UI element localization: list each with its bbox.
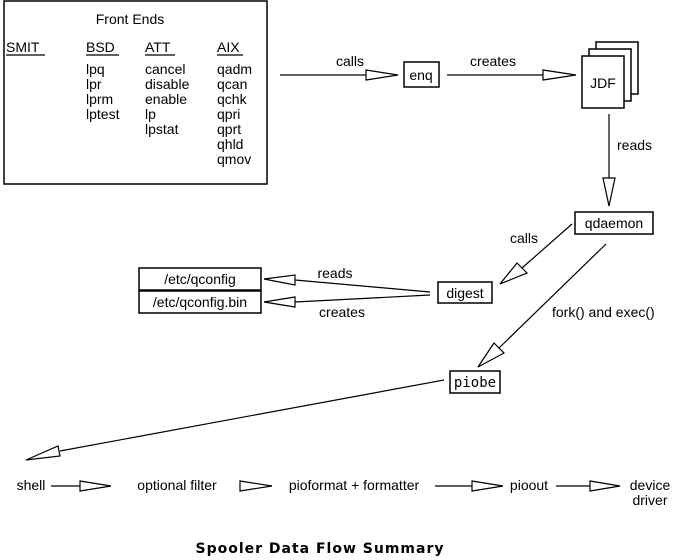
arrowhead-right-icon bbox=[589, 480, 621, 492]
node-shell: shell bbox=[17, 477, 46, 493]
arrowhead-left-icon bbox=[263, 274, 296, 286]
arrowhead-right-icon bbox=[471, 480, 504, 492]
edge-label-creates-bin: creates bbox=[319, 304, 365, 320]
piobe-label: piobe bbox=[454, 375, 496, 391]
command-lpq: lpq bbox=[86, 61, 105, 77]
node-qdaemon: qdaemon bbox=[574, 211, 654, 235]
arrowhead-right-icon bbox=[239, 480, 273, 492]
edge-line bbox=[59, 379, 445, 452]
front-end-column-aix: AIX qadm qcan qchk qpri qprt qhld qmov bbox=[217, 39, 252, 167]
edge-line bbox=[294, 279, 431, 293]
edge-creates-bin: creates bbox=[263, 294, 431, 320]
front-end-column-bsd: BSD lpq lpr lprm lptest bbox=[86, 39, 120, 122]
qconfig-bin-box bbox=[138, 290, 262, 314]
edge-line bbox=[498, 243, 607, 349]
column-header-att: ATT bbox=[145, 39, 171, 55]
arrowhead-right-icon bbox=[542, 69, 577, 81]
arrowhead-down-icon bbox=[602, 177, 616, 207]
qconfig-bin-label: /etc/qconfig.bin bbox=[153, 294, 247, 310]
column-header-smit: SMIT bbox=[6, 39, 40, 55]
node-device-line1: device bbox=[630, 477, 671, 493]
node-device-line2: driver bbox=[632, 492, 667, 508]
node-jdf: JDF bbox=[581, 41, 639, 109]
command-qcan: qcan bbox=[217, 76, 247, 92]
node-piobe: piobe bbox=[449, 370, 501, 394]
qconfig-label: /etc/qconfig bbox=[164, 271, 236, 287]
edge-reads-qconfig: reads bbox=[263, 265, 431, 293]
command-lprm: lprm bbox=[86, 91, 113, 107]
edge-label-calls: calls bbox=[336, 53, 364, 69]
node-enq: enq bbox=[403, 61, 440, 88]
edge-label-calls-digest: calls bbox=[510, 230, 538, 246]
edge-label-reads-qconfig: reads bbox=[317, 265, 352, 281]
front-end-column-att: ATT cancel disable enable lp lpstat bbox=[145, 39, 190, 137]
command-lptest: lptest bbox=[86, 106, 120, 122]
node-digest: digest bbox=[437, 281, 493, 304]
front-end-column-smit: SMIT bbox=[6, 39, 45, 56]
node-config-files: /etc/qconfig /etc/qconfig.bin bbox=[138, 267, 262, 314]
command-lpstat: lpstat bbox=[145, 121, 179, 137]
edge-fork-exec: fork() and exec() bbox=[477, 243, 655, 368]
command-lp: lp bbox=[145, 106, 156, 122]
pipeline: shell optional filter pioformat + format… bbox=[17, 477, 671, 508]
qdaemon-box bbox=[574, 211, 654, 235]
arrowhead-right-icon bbox=[79, 480, 112, 492]
digest-box bbox=[437, 281, 493, 304]
arrowhead-left-icon bbox=[263, 296, 296, 308]
enq-box bbox=[403, 61, 440, 88]
command-qmov: qmov bbox=[217, 151, 251, 167]
command-disable: disable bbox=[145, 76, 190, 92]
column-header-aix: AIX bbox=[217, 39, 240, 55]
edge-creates-jdf: creates bbox=[447, 53, 577, 81]
edge-line bbox=[521, 223, 573, 269]
command-qpri: qpri bbox=[217, 106, 240, 122]
command-qprt: qprt bbox=[217, 121, 241, 137]
arrowhead-diagonal-icon bbox=[25, 445, 61, 461]
edge-label-reads: reads bbox=[617, 137, 652, 153]
edge-label-fork-exec: fork() and exec() bbox=[552, 304, 655, 320]
diagram-caption: Spooler Data Flow Summary bbox=[196, 541, 445, 557]
qdaemon-label: qdaemon bbox=[585, 215, 643, 231]
edge-reads-jdf: reads bbox=[602, 114, 652, 207]
front-ends-box bbox=[3, 0, 268, 185]
column-header-bsd: BSD bbox=[86, 39, 115, 55]
edge-calls-enq: calls bbox=[280, 53, 399, 81]
jdf-label: JDF bbox=[590, 75, 616, 91]
node-pioformat: pioformat + formatter bbox=[289, 477, 420, 493]
arrowhead-diagonal-icon bbox=[499, 262, 529, 285]
arrowhead-diagonal-icon bbox=[477, 342, 505, 368]
command-qchk: qchk bbox=[217, 91, 248, 107]
edge-calls-digest: calls bbox=[499, 223, 573, 285]
piobe-box bbox=[449, 370, 501, 394]
front-ends-title: Front Ends bbox=[96, 11, 164, 27]
node-pioout: pioout bbox=[510, 477, 548, 493]
arrowhead-right-icon bbox=[365, 69, 399, 81]
node-optional-filter: optional filter bbox=[137, 477, 217, 493]
front-ends-panel: Front Ends SMIT BSD lpq lpr lprm lptest … bbox=[3, 0, 268, 185]
jdf-page-front bbox=[581, 55, 625, 109]
command-qadm: qadm bbox=[217, 61, 252, 77]
edge-line bbox=[294, 294, 431, 303]
command-qhld: qhld bbox=[217, 136, 243, 152]
command-lpr: lpr bbox=[86, 76, 102, 92]
command-enable: enable bbox=[145, 91, 187, 107]
command-cancel: cancel bbox=[145, 61, 185, 77]
digest-label: digest bbox=[446, 285, 483, 301]
enq-label: enq bbox=[409, 67, 432, 83]
edge-label-creates: creates bbox=[470, 53, 516, 69]
edge-piobe-shell bbox=[25, 379, 445, 461]
qconfig-box bbox=[138, 267, 262, 291]
